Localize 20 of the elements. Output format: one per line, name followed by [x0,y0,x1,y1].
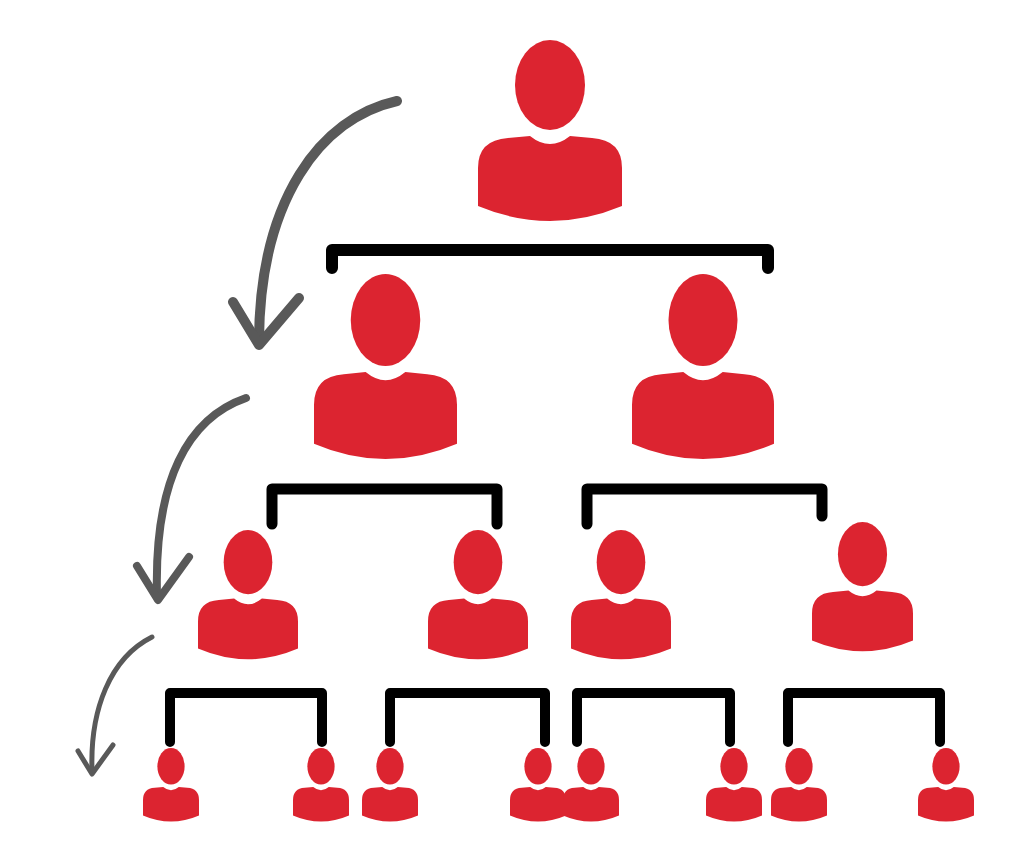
person-icon [771,748,827,822]
person-icon [428,530,528,660]
person-icon [510,748,566,822]
person-icon [812,522,913,652]
bracket-line [572,688,735,747]
bracket-line [783,688,945,747]
person-icon [198,530,298,660]
person-icon [293,748,349,822]
person-icon [632,274,774,460]
person-icon [571,530,671,660]
person-icon [143,748,199,822]
person-icon [314,274,457,460]
person-icon [563,748,619,822]
bracket-line [326,244,774,274]
person-icon [478,40,622,222]
bracket-line [165,688,327,747]
person-icon [706,748,762,822]
person-icon [918,748,974,822]
person-icon [362,748,418,822]
bracket-line [385,688,550,747]
